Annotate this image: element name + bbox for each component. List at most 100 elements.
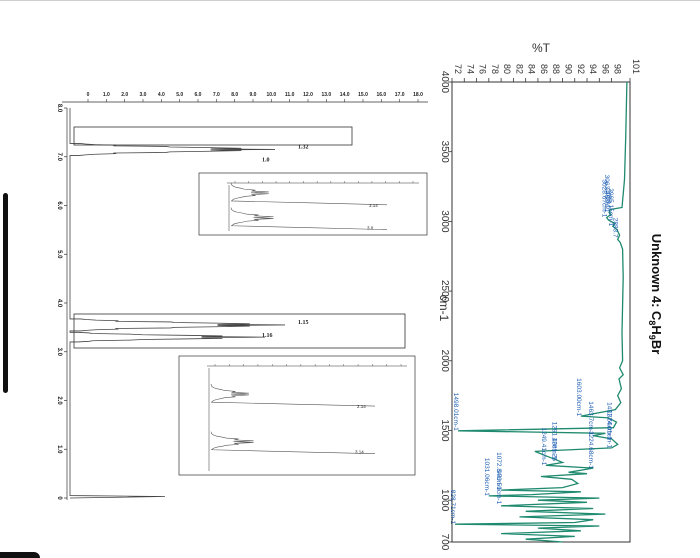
nmr-inset-aromatic: 3.14 3.0: [198, 172, 428, 236]
nmr-ppm-label: 7.0: [56, 153, 62, 162]
ir-x-tick-label: 3500: [439, 141, 450, 164]
inset-label: 2.14: [357, 404, 366, 409]
nmr-trace: [69, 108, 286, 499]
ir-peak-label: 1374.01cm-1: [606, 410, 613, 448]
nmr-peak-box-aromatic: [73, 126, 353, 146]
nmr-spectrum-chart: 0 1.0 2.0 3.0 4.0 5.0 6.0 7.0 8.0 9.0 10.0 11.0 12.0…: [56, 92, 428, 500]
inset-label: 3.14: [369, 203, 378, 208]
ir-x-axis-label: cm-1: [437, 295, 451, 322]
nmr-top-tick-label: 18.0: [413, 92, 423, 98]
nmr-ppm-label: 8.0: [56, 104, 62, 113]
nmr-integrals: 1.321.01.151.16: [262, 144, 309, 339]
ir-peak-label: 828.71cm-1: [449, 490, 456, 525]
ir-y-tick-label: 98: [613, 64, 623, 74]
nmr-top-tick-label: 5.0: [176, 92, 183, 98]
chart-title: Unknown 4: C8H9Br: [647, 234, 664, 355]
ir-peak-label: 3088.6: [604, 189, 611, 209]
nmr-ppm-ticks: 8.0 7.0 6.0 5.0 4.0 3.0 2.0 1.0 0: [56, 104, 67, 500]
inset-frame: [178, 355, 416, 476]
ir-y-tick-label: 72: [453, 64, 463, 74]
nmr-ppm-label: 4.0: [56, 299, 62, 308]
ir-peak-label: 1603.00cm-1: [575, 378, 582, 416]
ir-peak-label: 970.59cm-1: [495, 470, 502, 505]
nmr-top-tick-label: 1.0: [103, 92, 110, 98]
ir-peak-label: 2965.15cm-1: [607, 188, 614, 226]
ir-peak-label: 1498.01cm-1: [452, 393, 459, 431]
nmr-integral-label: 1.16: [262, 333, 273, 339]
nmr-top-tick-label: 2.0: [121, 92, 128, 98]
ir-y-tick-label: 82: [514, 64, 524, 74]
nmr-integral-label: 1.0: [262, 157, 270, 163]
ir-y-tick-label: 84: [527, 64, 537, 74]
nmr-ppm-label: 5.0: [56, 250, 62, 259]
ir-peak-label: 1281.26: [550, 437, 557, 461]
inset-label: 3.14: [355, 450, 364, 455]
ir-peak-label: 3028.67cm-1: [601, 179, 608, 217]
nmr-top-tick-label: 13.0: [321, 92, 331, 98]
inset-trace: [210, 384, 376, 407]
nmr-ppm-label: 1.0: [56, 445, 62, 454]
nmr-inset-aliphatic: 2.14 3.14: [178, 355, 416, 476]
ir-y-tick-label: 96: [600, 64, 610, 74]
ir-x-tick-label: 1500: [439, 419, 450, 442]
ir-peak-label: 1031.06cm-1: [483, 458, 490, 496]
nmr-top-tick-label: 6.0: [195, 92, 202, 98]
ir-peak-label: 3063.46cm-1: [603, 175, 610, 213]
nmr-top-tick-label: 16.0: [376, 92, 386, 98]
nmr-ppm-label: 0: [56, 496, 62, 500]
top-divider: [0, 0, 700, 1]
inset-label: 3.0: [367, 226, 374, 231]
ir-y-tick-label: 88: [551, 64, 561, 74]
ir-y-tick-label: 94: [588, 64, 598, 74]
inset-trace: [210, 431, 376, 454]
nmr-top-tick-label: 3.0: [140, 92, 147, 98]
ir-peak-label: 1463.7cm-1: [587, 401, 594, 436]
ir-y-tick-label: 76: [478, 64, 488, 74]
nmr-top-tick-label: 8.0: [231, 92, 238, 98]
nmr-top-tick-label: 15.0: [358, 92, 368, 98]
nmr-top-tick-label: 17.0: [395, 92, 405, 98]
ir-x-tick-label: 1000: [439, 489, 450, 512]
inset-frame: [198, 172, 428, 236]
nmr-ppm-label: 6.0: [56, 201, 62, 210]
ir-y-tick-label: 86: [539, 64, 549, 74]
nmr-peak-box-ch2: [73, 313, 406, 349]
nmr-ppm-label: 3.0: [56, 348, 62, 357]
ir-peak-label: 1431.56cm-1: [606, 402, 613, 440]
ir-y-tick-label: 101: [631, 59, 641, 74]
ir-y-tick-label: 90: [563, 64, 573, 74]
ir-peak-label: 1291.40cm-1: [550, 422, 557, 460]
nmr-top-tick-label: 4.0: [158, 92, 165, 98]
ir-x-tick-label: 4000: [439, 71, 450, 94]
nmr-integral-label: 1.32: [298, 144, 309, 150]
ir-peak-label: 1249.41cm-1: [540, 427, 547, 465]
nmr-top-tick-label: 10.0: [266, 92, 276, 98]
nmr-top-tick-label: 9.0: [250, 92, 257, 98]
scrollbar[interactable]: [3, 193, 8, 393]
ir-series-line: [455, 81, 628, 543]
nmr-top-tick-label: 14.0: [340, 92, 350, 98]
ir-peak-label: 1072.84cm-1: [495, 452, 502, 490]
ir-plot-frame: [451, 81, 631, 543]
ir-y-tick-label: 92: [576, 64, 586, 74]
ir-x-tick-label: 700: [439, 534, 450, 551]
nmr-top-tick-label: 11.0: [285, 92, 295, 98]
nmr-top-tick-label: 12.0: [303, 92, 313, 98]
corner-handle: [0, 552, 40, 558]
nmr-ppm-label: 2.0: [56, 396, 62, 405]
inset-trace: [230, 207, 388, 230]
ir-peak-label: 1224.68cm-1: [587, 431, 594, 469]
ir-y-axis-label: %T: [532, 41, 551, 55]
nmr-top-tick-label: 0: [87, 92, 90, 98]
ir-y-tick-label: 78: [490, 64, 500, 74]
ir-peak-label: 2883.7: [612, 218, 619, 238]
ir-y-tick-label: 74: [465, 64, 475, 74]
ir-x-tick-label: 2500: [439, 280, 450, 303]
inset-trace: [230, 182, 388, 206]
